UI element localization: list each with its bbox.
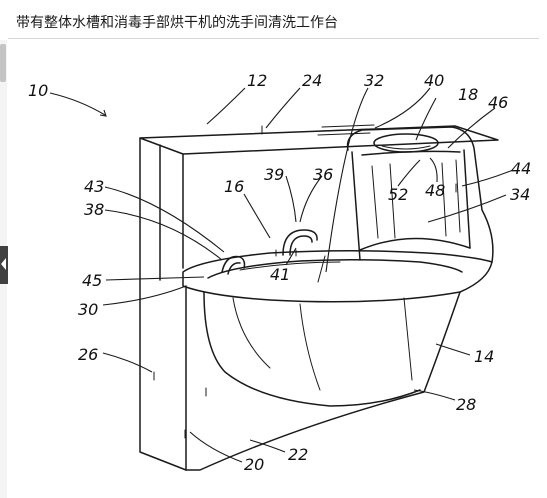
label-45: 45 <box>82 271 102 290</box>
label-10: 10 <box>28 81 48 100</box>
label-30: 30 <box>78 300 98 319</box>
label-52: 52 <box>388 185 408 204</box>
label-22: 22 <box>288 445 308 464</box>
label-24: 24 <box>302 71 322 90</box>
label-14: 14 <box>474 347 494 366</box>
label-16: 16 <box>224 177 244 196</box>
label-40: 40 <box>424 71 444 90</box>
label-41: 41 <box>270 265 290 284</box>
label-43: 43 <box>84 177 104 196</box>
label-20: 20 <box>244 455 264 474</box>
label-36: 36 <box>313 165 333 184</box>
label-39: 39 <box>264 165 284 184</box>
label-32: 32 <box>364 71 384 90</box>
title-divider <box>8 38 539 39</box>
label-46: 46 <box>488 93 508 112</box>
label-28: 28 <box>456 395 476 414</box>
arrow-left-icon <box>1 258 6 270</box>
reference-leaders <box>49 87 514 463</box>
label-44: 44 <box>511 159 531 178</box>
workstation-drawing <box>139 124 499 471</box>
label-12: 12 <box>247 71 267 90</box>
label-18: 18 <box>458 85 478 104</box>
label-38: 38 <box>84 200 104 219</box>
label-48: 48 <box>425 181 445 200</box>
reference-numerals: 10 12 24 32 40 18 46 43 16 39 36 44 38 5… <box>28 71 531 474</box>
label-26: 26 <box>78 345 98 364</box>
label-34: 34 <box>510 185 530 204</box>
scrollbar-thumb[interactable] <box>0 44 6 82</box>
page-title: 带有整体水槽和消毒手部烘干机的洗手间清洗工作台 <box>16 15 338 31</box>
